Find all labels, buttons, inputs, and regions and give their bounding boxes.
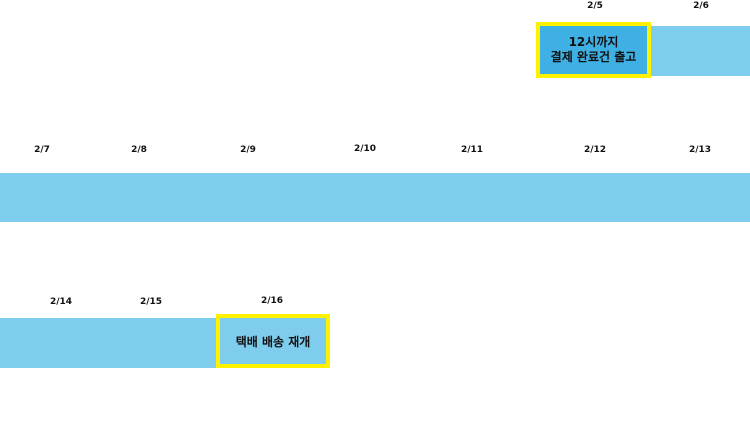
- date-label: 2/12: [583, 145, 607, 155]
- date-label: 2/6: [693, 1, 709, 11]
- date-label: 2/16: [260, 296, 284, 306]
- date-label: 2/5: [587, 1, 603, 11]
- date-label: 2/10: [353, 144, 377, 154]
- date-label: 2/8: [131, 145, 147, 155]
- date-label: 2/9: [240, 145, 256, 155]
- shipping-period-bar: [0, 318, 218, 368]
- shipping-cutoff-callout: 12시까지 결제 완료건 출고: [536, 22, 651, 78]
- date-label: 2/7: [34, 145, 50, 155]
- callout-text: 택배 배송 재개: [235, 334, 311, 349]
- shipping-period-bar: [0, 173, 750, 222]
- date-label: 2/15: [139, 297, 163, 307]
- shipping-period-bar: [648, 26, 750, 76]
- date-label: 2/13: [688, 145, 712, 155]
- date-label: 2/14: [49, 297, 73, 307]
- delivery-resume-callout: 택배 배송 재개: [216, 314, 330, 368]
- callout-line-2: 결제 완료건 출고: [550, 50, 637, 64]
- date-label: 2/11: [460, 145, 484, 155]
- callout-line-1: 12시까지: [568, 35, 619, 49]
